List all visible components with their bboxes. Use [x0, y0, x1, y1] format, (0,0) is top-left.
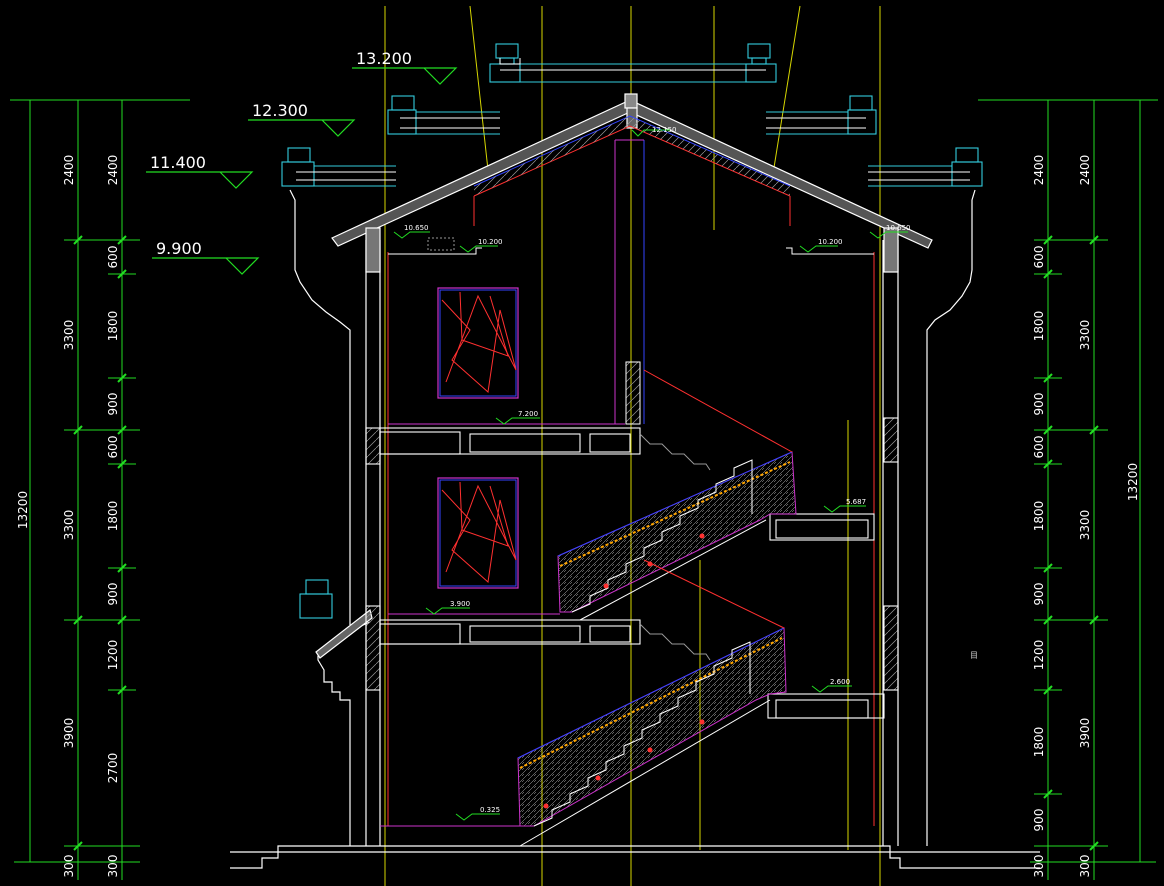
dim-outer-left-2: 3300: [62, 510, 76, 541]
dim-inner-left-2: 1200: [106, 640, 120, 671]
roof-insulation: [473, 115, 791, 226]
dim-outer-left-0: 300: [62, 855, 76, 878]
wall-panel-upper: [437, 287, 519, 399]
dim-outer-left-3: 3300: [62, 320, 76, 351]
stair-flights-hidden: [639, 433, 711, 661]
level-ceiling-left: 10.200: [478, 238, 503, 246]
stair-lower: [517, 627, 787, 847]
dim-outer-right-1: 3900: [1078, 718, 1092, 749]
level-eave-right: 10.650: [886, 224, 911, 232]
level-landing-upper: 5.687: [846, 498, 866, 506]
elevation-12300: 12.300: [252, 101, 308, 120]
dim-inner-right-7: 900: [1032, 393, 1046, 416]
dim-inner-left-0: 300: [106, 855, 120, 878]
elevation-marks: [146, 67, 458, 275]
dim-inner-right-10: 2400: [1032, 155, 1046, 186]
dim-outer-right-3: 3300: [1078, 320, 1092, 351]
elevation-11400: 11.400: [150, 153, 206, 172]
level-floor2: 3.900: [450, 600, 470, 608]
dim-inner-right-5: 1800: [1032, 501, 1046, 532]
dim-inner-left-9: 2400: [106, 155, 120, 186]
dim-inner-left-1: 2700: [106, 753, 120, 784]
level-ridge: 12.150: [652, 126, 677, 134]
elevation-13200: 13.200: [356, 49, 412, 68]
level-ground: 0.325: [480, 806, 500, 814]
elevation-9900: 9.900: [156, 239, 202, 258]
dimension-ticks: [73, 235, 1099, 851]
floor-slabs: [365, 417, 899, 719]
dim-inner-right-6: 600: [1032, 436, 1046, 459]
dim-inner-right-2: 1800: [1032, 727, 1046, 758]
small-box-marker: 目: [970, 651, 978, 660]
dim-inner-right-3: 1200: [1032, 640, 1046, 671]
stair-markers: [543, 533, 705, 809]
dim-outer-right-0: 300: [1078, 855, 1092, 878]
dim-inner-left-5: 600: [106, 436, 120, 459]
dim-outer-left-4: 2400: [62, 155, 76, 186]
dim-inner-left-6: 900: [106, 393, 120, 416]
level-eave-left: 10.650: [404, 224, 429, 232]
level-labels: 12.150 10.650 10.650 10.200 10.200 7.200…: [404, 126, 911, 814]
level-ceiling-right: 10.200: [818, 238, 843, 246]
dim-total-left: 13200: [16, 491, 30, 529]
dim-total-right: 13200: [1126, 463, 1140, 501]
dim-inner-left-7: 1800: [106, 311, 120, 342]
level-marks: [393, 129, 908, 821]
level-landing-lower: 2.600: [830, 678, 850, 686]
dim-inner-right-0: 300: [1032, 855, 1046, 878]
elevation-labels: 13.200 12.300 11.400 9.900: [150, 49, 412, 258]
dim-inner-right-9: 600: [1032, 246, 1046, 269]
wall-panel-lower: [437, 477, 519, 589]
dim-inner-right-8: 1800: [1032, 311, 1046, 342]
dim-inner-right-1: 900: [1032, 809, 1046, 832]
dim-outer-right-4: 2400: [1078, 155, 1092, 186]
dim-outer-left-1: 3900: [62, 718, 76, 749]
stair-guides: [625, 361, 793, 629]
gable-caps: [296, 58, 970, 181]
dim-inner-left-8: 600: [106, 246, 120, 269]
dim-outer-right-2: 3300: [1078, 510, 1092, 541]
gable-ornaments: [281, 43, 983, 619]
dim-inner-left-3: 900: [106, 583, 120, 606]
dim-inner-right-4: 900: [1032, 583, 1046, 606]
dim-inner-left-4: 1800: [106, 501, 120, 532]
ceiling-vent-icon: [427, 237, 455, 251]
stair-upper: [557, 451, 797, 621]
level-floor3: 7.200: [518, 410, 538, 418]
dimension-labels: 13200 13200 300 3900 3300 3300 2400 300 …: [16, 155, 1140, 878]
